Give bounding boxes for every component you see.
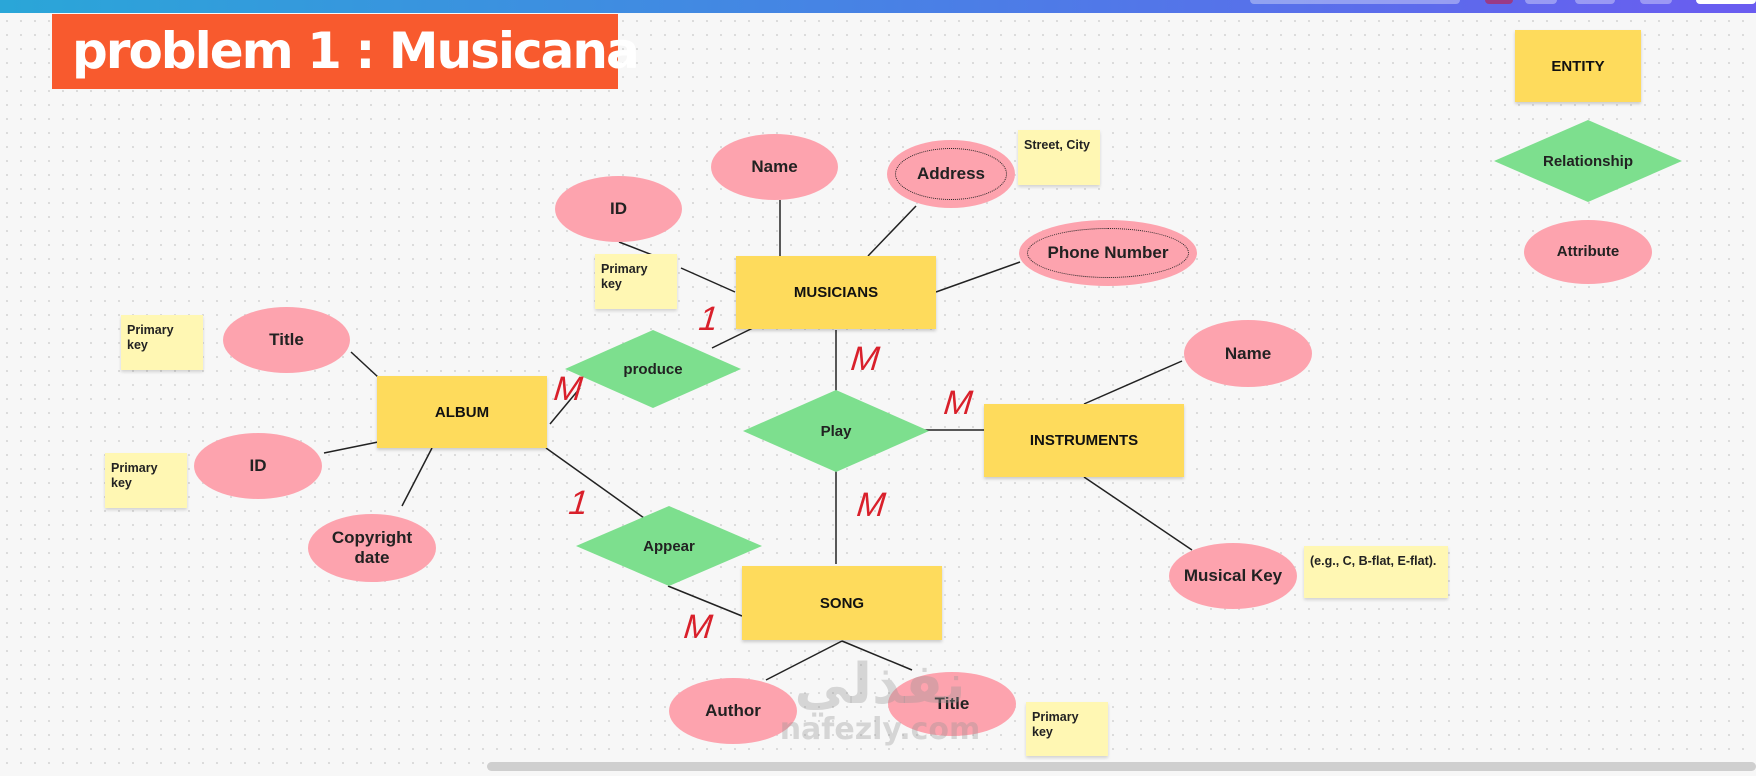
watermark-arabic: نفذلي [794, 652, 966, 717]
multivalued-border [1027, 228, 1189, 278]
entity-song[interactable]: SONG [742, 566, 942, 640]
attribute-label: Title [934, 694, 970, 713]
attribute-label: Copyright date [331, 528, 413, 567]
attribute-musician-phone[interactable]: Phone Number [1019, 220, 1197, 286]
entity-musicians[interactable]: MUSICIANS [736, 256, 936, 329]
note-address[interactable]: Street, City [1018, 130, 1100, 185]
attribute-instrument-key[interactable]: Musical Key [1169, 543, 1297, 609]
legend-entity: ENTITY [1515, 30, 1641, 102]
attribute-label: Title [269, 330, 304, 349]
legend-relationship: Relationship [1494, 120, 1682, 202]
attribute-label: Name [1224, 343, 1272, 363]
horizontal-scrollbar[interactable] [487, 762, 1756, 771]
legend-relationship-label: Relationship [1542, 152, 1633, 170]
attribute-album-copyright[interactable]: Copyright date [308, 514, 436, 582]
legend-attribute: Attribute [1524, 220, 1652, 284]
attribute-label: Author [705, 701, 761, 720]
entity-instruments[interactable]: INSTRUMENTS [984, 404, 1184, 477]
relationship-produce[interactable]: produce [565, 330, 741, 408]
attribute-musician-address[interactable]: Address [887, 140, 1015, 208]
note-musical-key[interactable]: (e.g., C, B-flat, E-flat). [1304, 546, 1448, 598]
top-toolbar-strip [0, 0, 1756, 13]
attribute-song-title[interactable]: Title [888, 672, 1016, 736]
toolbar-button[interactable] [1575, 0, 1615, 4]
attribute-song-author[interactable]: Author [669, 678, 797, 744]
attribute-label: Musical Key [1183, 566, 1283, 585]
connector-line [867, 205, 917, 257]
cardinality-song-appear: M [682, 608, 715, 646]
attribute-label: Address [916, 164, 986, 183]
note-musician-pk[interactable]: Primary key [595, 254, 677, 309]
attribute-label: ID [610, 199, 627, 218]
entity-album[interactable]: ALBUM [377, 376, 547, 448]
user-avatar[interactable] [1485, 0, 1513, 4]
attribute-musician-id[interactable]: ID [555, 176, 682, 242]
relationship-produce-label: produce [623, 360, 683, 378]
cardinality-instruments-play: M [942, 384, 975, 422]
attribute-label: Name [751, 157, 798, 176]
attribute-album-id[interactable]: ID [194, 433, 322, 499]
toolbar-search-pill[interactable] [1250, 0, 1460, 4]
cardinality-musicians-play: M [849, 340, 882, 378]
share-button[interactable] [1696, 0, 1756, 4]
toolbar-button[interactable] [1525, 0, 1557, 4]
relationship-play[interactable]: Play [743, 390, 929, 472]
note-song-pk[interactable]: Primary key [1026, 702, 1108, 756]
cardinality-song-play: M [855, 486, 888, 524]
note-album-title-pk[interactable]: Primary key [121, 315, 203, 370]
toolbar-button[interactable] [1640, 0, 1672, 4]
watermark-latin: nafezly.com [779, 712, 981, 747]
attribute-album-title[interactable]: Title [223, 307, 350, 373]
relationship-appear[interactable]: Appear [576, 506, 762, 586]
legend-attribute-label: Attribute [1556, 243, 1620, 260]
watermark-logo: نفذلي nafezly.com [760, 655, 1000, 745]
relationship-play-label: Play [820, 422, 852, 440]
multivalued-border [895, 148, 1007, 200]
note-album-id-pk[interactable]: Primary key [105, 453, 187, 508]
relationship-appear-label: Appear [643, 537, 695, 555]
attribute-instrument-name[interactable]: Name [1184, 320, 1312, 387]
attribute-label: ID [249, 456, 267, 475]
attribute-label: Phone Number [1047, 243, 1169, 262]
attribute-musician-name[interactable]: Name [711, 134, 838, 200]
cardinality-album-produce: M [552, 370, 585, 408]
page-title: problem 1 : Musicana [52, 14, 640, 89]
